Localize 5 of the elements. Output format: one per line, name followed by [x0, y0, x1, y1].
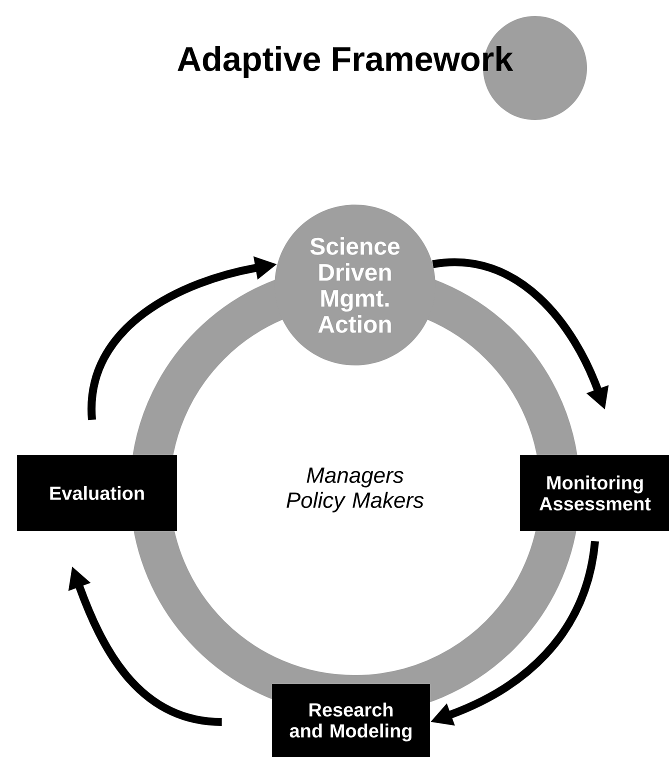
- process-box: Evaluation: [17, 455, 177, 531]
- center-label: Managers Policy Makers: [286, 468, 424, 512]
- process-box: Monitoring Assessment: [520, 455, 669, 531]
- process-box: Research and Modeling: [272, 684, 430, 757]
- title: Adaptive Framework: [178, 46, 514, 78]
